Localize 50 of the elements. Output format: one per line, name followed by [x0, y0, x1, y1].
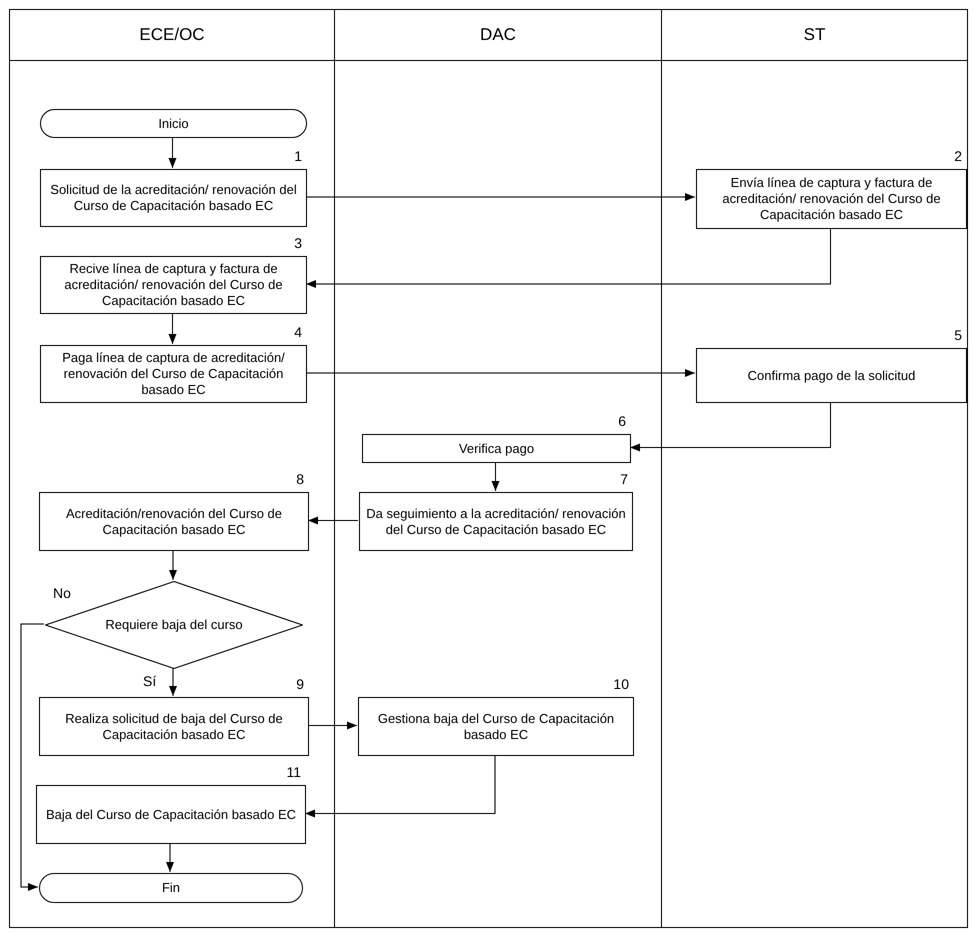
arrow	[306, 228, 831, 288]
step-number: 5	[954, 327, 962, 343]
step-text: Da seguimiento a la acreditación/ renovación del Curso de Capacitación basado EC	[365, 506, 627, 538]
arrow	[308, 722, 358, 730]
lane-header: ST	[662, 10, 967, 61]
step-text: Paga línea de captura de acreditación/ renovación del Curso de Capacitación basado EC	[61, 350, 286, 398]
lane-header: ECE/OC	[10, 10, 334, 61]
step-text: Acreditación/renovación del Curso de Capacitación basado EC	[64, 506, 284, 538]
step-text: Solicitud de la acreditación/ renovación del Curso de Capacitación basado EC	[49, 182, 298, 214]
arrow	[630, 402, 831, 452]
step-number: 9	[296, 676, 304, 692]
step-number: 8	[296, 471, 304, 487]
step-number: 7	[620, 471, 628, 487]
arrow	[168, 312, 176, 344]
arrow	[492, 462, 500, 492]
terminator	[39, 873, 303, 903]
arrow	[304, 754, 496, 818]
step-number: 3	[294, 235, 302, 251]
arrow	[169, 550, 177, 580]
lane-header: DAC	[335, 10, 661, 61]
arrow	[169, 668, 177, 696]
edge-label: No	[52, 585, 72, 601]
step-text: Realiza solicitud de baja del Curso de Capacitación basado EC	[64, 710, 284, 742]
arrow	[306, 369, 696, 377]
step-text: Confirma pago de la solicitud	[748, 368, 916, 384]
step-text: Baja del Curso de Capacitación basado EC	[46, 806, 296, 822]
arrow	[306, 193, 696, 201]
step-text: Requiere baja del curso	[105, 617, 243, 633]
step-number: 1	[294, 148, 302, 164]
step-number: 10	[613, 676, 629, 692]
step-text: Recive línea de captura y factura de acreditación/ renovación del Curso de Capacitación basado EC	[63, 261, 284, 309]
swimlane	[661, 9, 968, 928]
step-text: Gestiona baja del Curso de Capacitación basado EC	[376, 710, 616, 742]
step-text: Inicio	[158, 116, 189, 132]
swimlane	[9, 9, 335, 928]
arrow	[20, 624, 44, 891]
step-number: 4	[294, 324, 302, 340]
swimlane	[334, 9, 662, 928]
step-text: Fin	[162, 880, 180, 896]
step-text: Envía línea de captura y factura de acreditación/ renovación del Curso de Capacitación basado EC	[721, 175, 942, 223]
decision-diamond	[45, 581, 303, 669]
step-number: 11	[286, 764, 301, 780]
arrow	[308, 516, 358, 524]
arrow	[166, 842, 174, 872]
step-number: 6	[618, 413, 626, 429]
arrow	[168, 136, 176, 168]
step-number: 2	[954, 148, 962, 164]
terminator	[40, 109, 307, 138]
step-text: Verifica pago	[458, 440, 534, 456]
edge-label: Sí	[142, 673, 158, 689]
